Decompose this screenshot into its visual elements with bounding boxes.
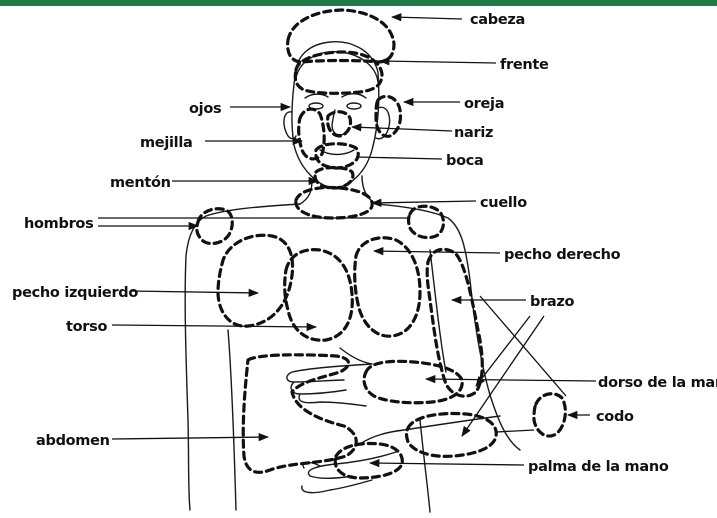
- dorso-de-la-mano-leader: [426, 379, 596, 381]
- hand-back-outline: [287, 348, 372, 406]
- label-menton: mentón: [110, 175, 171, 191]
- label-brazo: brazo: [530, 294, 575, 310]
- label-torso: torso: [66, 319, 107, 335]
- torso-leader: [112, 325, 316, 327]
- head-outline: [292, 42, 379, 188]
- label-frente: frente: [500, 57, 549, 73]
- chin-region: [315, 168, 353, 189]
- brazo-leader-3: [462, 316, 544, 436]
- body-outline: [185, 42, 520, 512]
- label-pecho-derecho: pecho derecho: [504, 247, 621, 263]
- region-outlines: [197, 10, 566, 478]
- arm-region: [427, 249, 482, 396]
- eyebrow-left: [305, 94, 328, 98]
- palm-region: [335, 444, 402, 479]
- label-abdomen: abdomen: [36, 433, 110, 449]
- neck-region: [296, 188, 372, 219]
- label-mejilla: mejilla: [140, 135, 193, 151]
- abdomen-region: [243, 355, 356, 473]
- right-chest-region: [355, 238, 420, 336]
- left-chest-region: [218, 235, 293, 326]
- forearm-outline: [360, 416, 500, 444]
- label-codo: codo: [596, 409, 634, 425]
- elbow-region: [534, 394, 565, 436]
- abdomen-leader: [112, 437, 268, 439]
- label-cabeza: cabeza: [470, 12, 525, 28]
- pecho-izquierdo-leader: [130, 291, 258, 293]
- label-dorso-de-la-mano: dorso de la mano: [598, 375, 717, 391]
- hand-back-region: [364, 361, 462, 402]
- forearm-region: [407, 414, 497, 457]
- eye-right: [347, 103, 361, 109]
- palm-outline: [302, 452, 396, 493]
- label-ojos: ojos: [189, 101, 221, 117]
- cuello-leader: [372, 201, 476, 203]
- label-cuello: cuello: [480, 195, 527, 211]
- palma-de-la-mano-leader: [370, 463, 524, 465]
- codo-forearm-line: [496, 430, 534, 432]
- nose-region: [328, 112, 351, 136]
- cabeza-leader: [392, 17, 462, 19]
- neck-outline-right: [362, 176, 376, 204]
- frente-leader: [380, 61, 496, 63]
- cheek-region: [299, 109, 324, 159]
- mouth-outline: [320, 150, 354, 155]
- nariz-leader: [352, 127, 452, 131]
- label-oreja: oreja: [464, 96, 504, 112]
- leader-lines: [98, 17, 596, 465]
- label-hombros: hombros: [24, 216, 93, 232]
- left-shoulder-line: [185, 204, 300, 510]
- left-ear-outline: [284, 112, 296, 139]
- label-pecho-izquierdo: pecho izquierdo: [12, 285, 138, 301]
- forehead-region: [295, 52, 382, 93]
- left-waist-line: [228, 330, 236, 510]
- label-boca: boca: [446, 153, 484, 169]
- right-waist-line: [420, 420, 430, 512]
- label-nariz: nariz: [454, 125, 493, 141]
- label-palma-de-la-mano: palma de la mano: [528, 459, 669, 475]
